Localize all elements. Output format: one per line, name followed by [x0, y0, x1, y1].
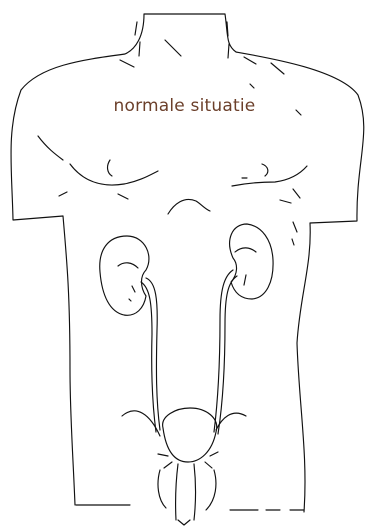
right-kidney [230, 224, 273, 299]
urethra [158, 464, 216, 525]
pelvis-lines [122, 411, 246, 456]
groin-lines [76, 505, 304, 510]
chest-lines [38, 136, 307, 245]
bladder [163, 408, 217, 468]
figure-title: normale situatie [0, 96, 369, 116]
left-kidney [100, 236, 149, 315]
ureters [141, 270, 237, 434]
torso-outline [11, 14, 364, 512]
